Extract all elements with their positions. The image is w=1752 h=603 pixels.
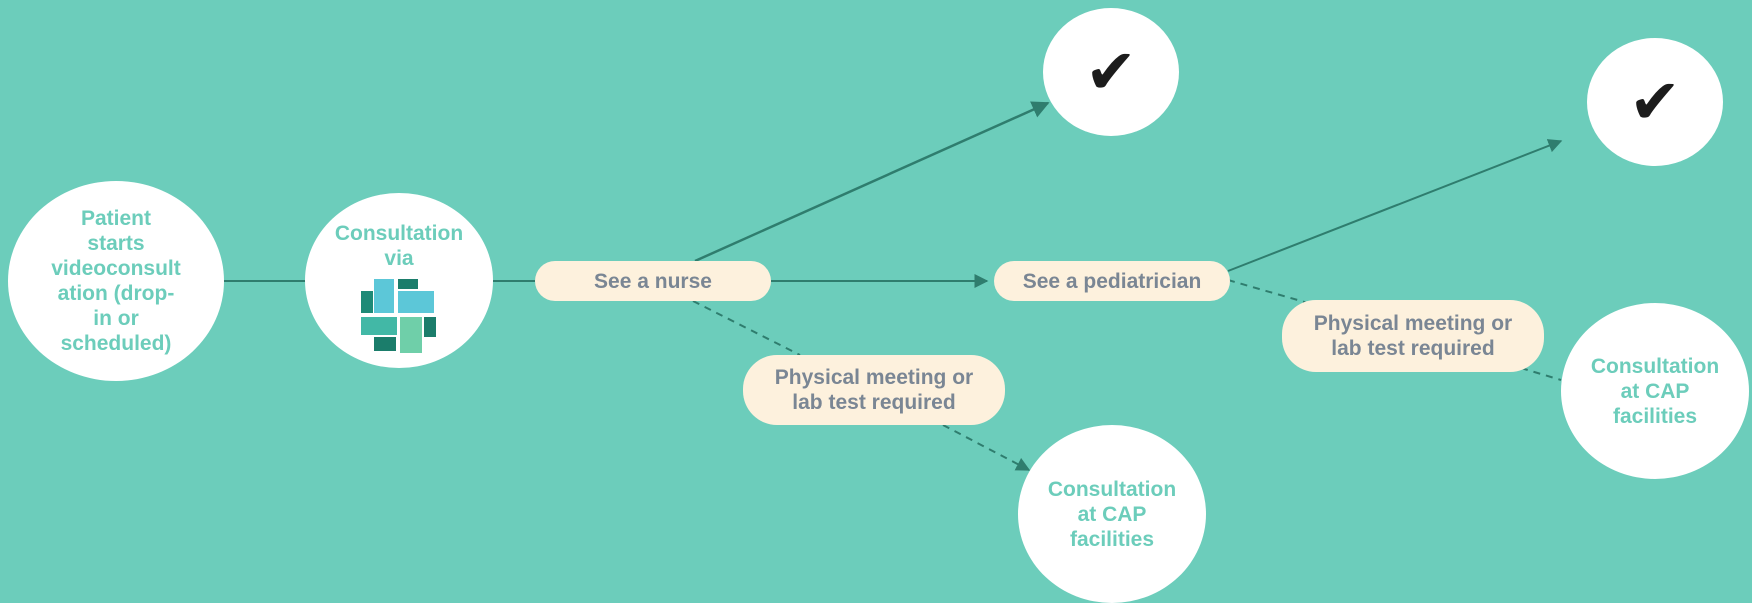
step-see-pediatrician: See a pediatrician [994, 261, 1230, 301]
cap-facility-2-label: Consultation at CAP facilities [1590, 354, 1720, 428]
arrow-nurse-resolved [694, 101, 1050, 263]
consultation-via-node: Consultation via [305, 193, 493, 368]
arrow-pediatrician-resolved [1227, 139, 1563, 272]
step-physical-meeting-1-label: Physical meeting or lab test required [774, 366, 974, 414]
cap-facility-node-1: Consultation at CAP facilities [1018, 425, 1206, 603]
step-see-pediatrician-label: See a pediatrician [1022, 269, 1202, 293]
patient-start-node: Patient starts videoconsult ation (drop-… [8, 181, 224, 381]
arrow-pediatrician-physical [1227, 279, 1309, 304]
consultation-via-label: Consultation via [334, 222, 464, 270]
arrow-physical-cap-2 [1520, 367, 1562, 381]
cross-logo-icon [361, 279, 436, 353]
checkmark-icon: ✔ [1629, 65, 1681, 138]
step-see-nurse-label: See a nurse [594, 269, 712, 293]
cap-facility-1-label: Consultation at CAP facilities [1047, 477, 1177, 551]
checkmark-icon: ✔ [1085, 35, 1137, 108]
step-see-nurse: See a nurse [535, 261, 771, 301]
arrow-physical-cap-1 [942, 424, 1031, 471]
step-physical-meeting-2: Physical meeting or lab test required [1282, 300, 1544, 372]
patient-start-label: Patient starts videoconsult ation (drop-… [51, 207, 181, 355]
arrow-nurse-physical [692, 300, 801, 356]
cap-facility-node-2: Consultation at CAP facilities [1561, 303, 1749, 479]
step-physical-meeting-1: Physical meeting or lab test required [743, 355, 1005, 425]
resolved-node-1: ✔ [1043, 8, 1179, 136]
step-physical-meeting-2-label: Physical meeting or lab test required [1313, 312, 1513, 360]
resolved-node-2: ✔ [1587, 38, 1723, 166]
